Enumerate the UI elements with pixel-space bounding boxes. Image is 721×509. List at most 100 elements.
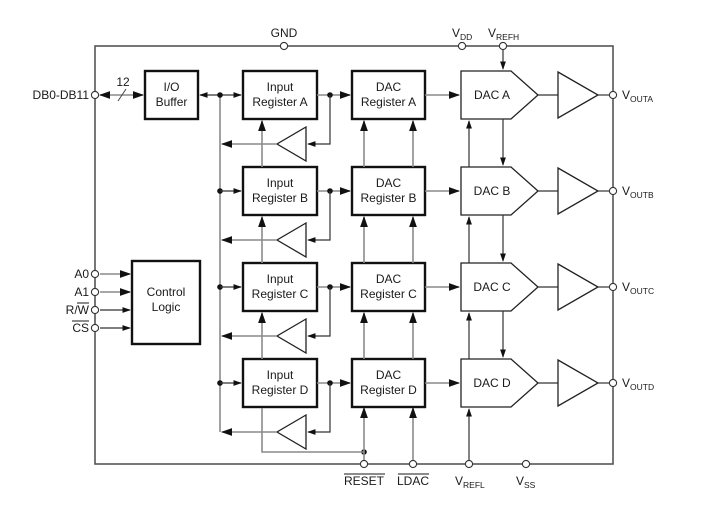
readback-buffer-a: [220, 95, 331, 163]
readback-triangle: [275, 221, 307, 259]
dac-register-line1: DAC: [376, 80, 402, 94]
input-register-line2: Register B: [252, 191, 308, 205]
readback-wire-in: [307, 95, 331, 147]
input-register-line1: Input: [267, 80, 294, 94]
vrefl-label: V: [455, 474, 463, 488]
control-input-pin: [90, 287, 100, 297]
dac-register-line2: Register B: [360, 191, 416, 205]
input-register-line1: Input: [267, 176, 294, 190]
readback-wire-in: [307, 287, 331, 339]
dac-register-line2: Register C: [360, 287, 417, 301]
input-register-line2: Register A: [252, 95, 307, 109]
pin-vrefl: VREFL: [455, 459, 485, 490]
pin-vout-a: VOUTA: [608, 88, 653, 104]
control-input-label: A1: [74, 285, 89, 299]
control-logic-line1: Control: [147, 285, 186, 299]
bus-width-slash: [117, 88, 127, 102]
data-bus-pin: DB0-DB11 12: [33, 75, 145, 102]
vdd-label: V: [452, 26, 460, 40]
dac-register-line2: Register A: [361, 95, 416, 109]
dac-register-line1: DAC: [376, 368, 402, 382]
control-input-cs: CS: [72, 321, 131, 335]
dac-d: DAC D: [460, 358, 539, 408]
readback-triangle: [275, 125, 307, 163]
readback-buffer-d: [220, 383, 331, 451]
dac-label: DAC D: [473, 376, 511, 390]
dac-register-line1: DAC: [376, 176, 402, 190]
control-input-pin: [90, 305, 100, 315]
readback-buffer-c: [220, 287, 331, 355]
dac-label: DAC B: [474, 184, 511, 198]
svg-text:VREFL: VREFL: [455, 474, 485, 490]
control-input-pin: [90, 269, 100, 279]
dac-register-line2: Register D: [360, 383, 417, 397]
vout-label: VOUTB: [622, 184, 654, 200]
input-register-line2: Register D: [252, 383, 309, 397]
io-buffer-block: I/O Buffer: [143, 69, 200, 121]
output-amplifier-d: [557, 358, 600, 408]
control-logic-line2: Logic: [152, 300, 181, 314]
dac-a: DAC A: [460, 70, 539, 120]
vss-label: V: [516, 474, 524, 488]
readback-buffer-b: [220, 191, 331, 259]
output-amplifier-a: [557, 70, 600, 120]
dac-c: DAC C: [460, 262, 539, 312]
vout-label: VOUTC: [622, 280, 654, 296]
vss-sub: SS: [524, 480, 536, 490]
svg-text:VDD: VDD: [452, 26, 472, 42]
control-input-a1: A1: [74, 285, 132, 299]
pin-vrefh: VREFH: [488, 26, 519, 51]
pin-vout-c: VOUTC: [608, 280, 654, 296]
vdd-sub: DD: [460, 32, 472, 42]
control-input-a0: A0: [74, 267, 132, 281]
control-logic-block: Control Logic: [130, 259, 202, 346]
control-input-label: R/W: [66, 303, 90, 317]
control-input-rw: R/W: [66, 303, 131, 317]
svg-text:VSS: VSS: [516, 474, 536, 490]
control-input-pin: [90, 323, 100, 333]
vrefh-sub: REFH: [496, 32, 519, 42]
dac-register-line1: DAC: [376, 272, 402, 286]
pin-vout-d: VOUTD: [608, 376, 654, 392]
pin-vdd: VDD: [452, 26, 472, 51]
pin-ldac: LDAC: [397, 459, 429, 488]
svg-text:VREFH: VREFH: [488, 26, 519, 42]
control-input-label: A0: [74, 267, 89, 281]
vrefh-label: V: [488, 26, 496, 40]
vout-label: VOUTA: [622, 88, 653, 104]
pin-reset: RESET: [344, 459, 385, 488]
pin-vout-b: VOUTB: [608, 184, 654, 200]
readback-wire-in: [307, 383, 331, 435]
output-amplifier-b: [557, 166, 600, 216]
reset-label: RESET: [344, 474, 385, 488]
pin-gnd: GND: [271, 26, 298, 51]
readback-triangle: [275, 413, 307, 451]
data-bus-label: DB0-DB11: [33, 88, 90, 102]
bus-junction-dot: [217, 92, 223, 98]
input-register-line1: Input: [267, 368, 294, 382]
output-amplifier-c: [557, 262, 600, 312]
pin-vss: VSS: [516, 459, 536, 490]
dac-label: DAC A: [474, 88, 510, 102]
readback-triangle: [275, 317, 307, 355]
readback-wire-in: [307, 191, 331, 243]
dac-label: DAC C: [473, 280, 511, 294]
ldac-label: LDAC: [397, 474, 429, 488]
vout-label: VOUTD: [622, 376, 654, 392]
input-register-line2: Register C: [252, 287, 309, 301]
dac-b: DAC B: [460, 166, 539, 216]
bus-width-label: 12: [116, 75, 130, 89]
gnd-label: GND: [271, 26, 298, 40]
